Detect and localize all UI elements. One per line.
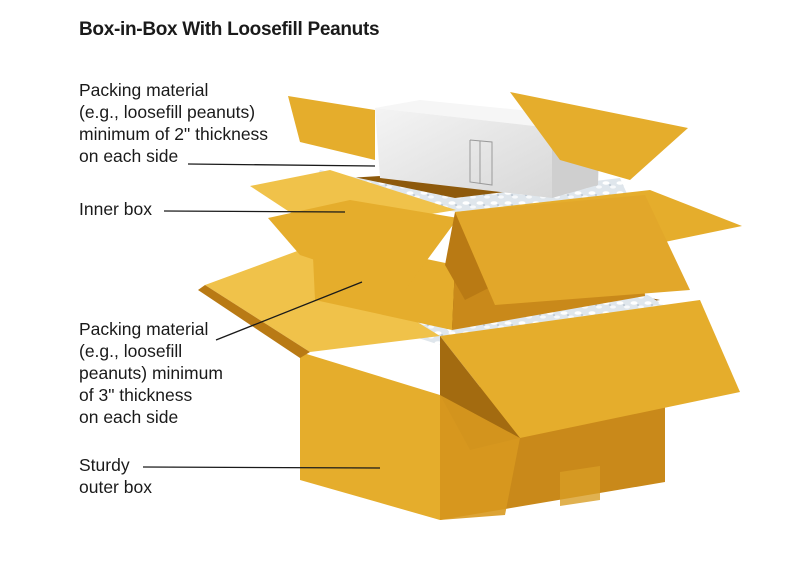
label-packing-material-bottom: Packing material (e.g., loosefill peanut… [79,318,223,428]
inner-box-flap-back-right [510,92,688,180]
leader-line-inner-box [163,210,346,213]
label-line: minimum of 2" thickness [79,124,269,144]
label-line: (e.g., loosefill peanuts) [79,102,256,122]
outer-packing-peanuts [445,290,665,340]
leader-line-packing-top [187,163,376,167]
leader-line-outer-box [142,466,381,469]
outer-box-flap-right [440,300,740,438]
label-line: (e.g., loosefill [79,341,183,361]
inner-box-flap-front-left [268,200,458,290]
label-line: Inner box [79,199,152,219]
label-line: of 3" thickness [79,385,193,405]
outer-box-flap-front [440,395,520,520]
outer-box-flap-left-edge [198,285,310,358]
inner-box [250,92,742,330]
outer-box-tape [560,466,600,506]
product-box-front [375,108,552,198]
product-box-marking [469,139,493,186]
label-line: outer box [79,477,152,497]
label-line: on each side [79,407,179,427]
label-line: Packing material [79,80,209,100]
label-line: Packing material [79,319,209,339]
diagram-title: Box-in-Box With Loosefill Peanuts [79,19,380,40]
inner-box-flap-back-left [288,96,375,160]
inner-box-flap-right-front [455,195,690,305]
leader-line-packing-bottom [215,281,363,341]
label-line: peanuts) minimum [79,363,223,383]
outer-box-front-left-face [300,352,440,520]
label-packing-material-top: Packing material (e.g., loosefill peanut… [79,79,268,167]
label-line: on each side [79,146,179,166]
label-inner-box: Inner box [79,198,152,220]
label-line: Sturdy [79,455,130,475]
leader-lines [142,163,381,469]
label-outer-box: Sturdy outer box [79,454,152,498]
